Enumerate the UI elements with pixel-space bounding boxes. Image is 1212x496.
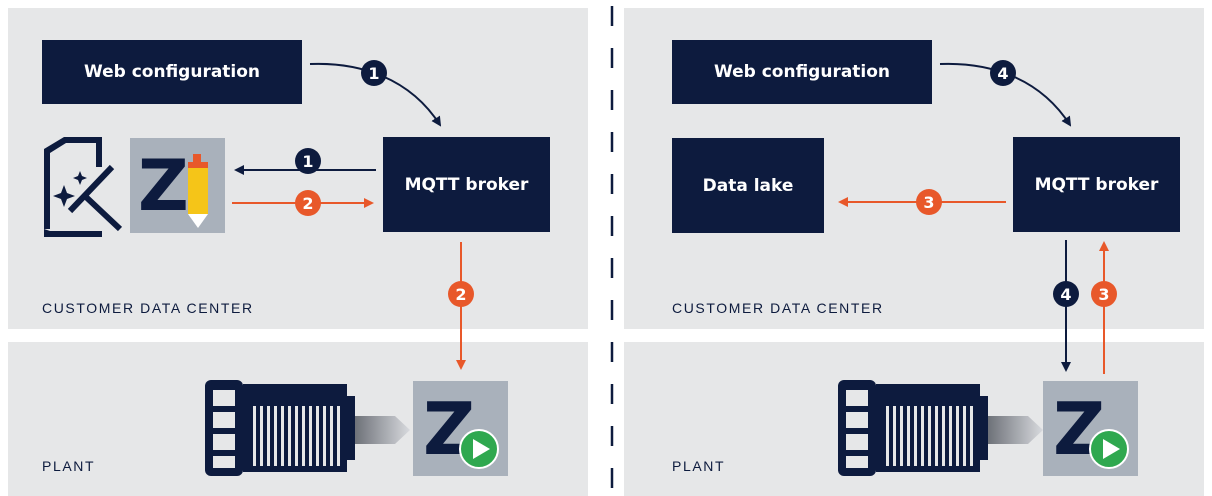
left-web-configuration-label: Web configuration [83,62,261,82]
play-icon [1089,429,1129,469]
left-machine-icon [205,380,410,476]
step-badge-right-broker-datalake-label: 3 [923,193,934,212]
left-web-configuration-box: Web configuration [42,40,302,104]
left-z-runtime-icon: Z [413,381,508,476]
step-badge-right-broker-datalake: 3 [916,189,942,215]
play-icon [459,429,499,469]
step-badge-left-editor-broker: 2 [295,190,321,216]
step-badge-left-config-label: 1 [368,64,379,83]
left-mqtt-broker-label: MQTT broker [404,174,529,195]
document-wand-icon [44,137,123,237]
right-plant-label: PLANT [672,458,726,474]
step-badge-left-broker-plant-label: 2 [455,285,466,304]
step-badge-left-broker-editor: 1 [295,148,321,174]
step-badge-right-broker-plant-label: 4 [1060,285,1071,304]
data-lake-label: Data lake [702,175,794,196]
step-badge-left-config: 1 [361,60,387,86]
z-editor-icon: Z [130,138,225,233]
right-machine-icon [838,380,1043,476]
z-editor-letter: Z [138,144,189,227]
right-datacenter-label: CUSTOMER DATA CENTER [672,300,884,316]
step-badge-left-broker-plant: 2 [448,281,474,307]
data-lake-box: Data lake [672,138,824,233]
pencil-icon [188,154,208,228]
step-badge-right-config-label: 4 [997,64,1008,83]
right-mqtt-broker-label: MQTT broker [1034,174,1159,195]
right-web-configuration-label: Web configuration [713,62,891,82]
step-badge-right-broker-plant: 4 [1053,281,1079,307]
step-badge-right-plant-broker-label: 3 [1098,285,1109,304]
right-mqtt-broker-box: MQTT broker [1013,137,1180,232]
right-z-runtime-icon: Z [1043,381,1138,476]
left-plant-label: PLANT [42,458,96,474]
step-badge-left-broker-editor-label: 1 [302,152,313,171]
left-mqtt-broker-box: MQTT broker [383,137,550,232]
step-badge-right-config: 4 [990,60,1016,86]
left-datacenter-label: CUSTOMER DATA CENTER [42,300,254,316]
right-web-configuration-box: Web configuration [672,40,932,104]
step-badge-left-editor-broker-label: 2 [302,194,313,213]
step-badge-right-plant-broker: 3 [1091,281,1117,307]
